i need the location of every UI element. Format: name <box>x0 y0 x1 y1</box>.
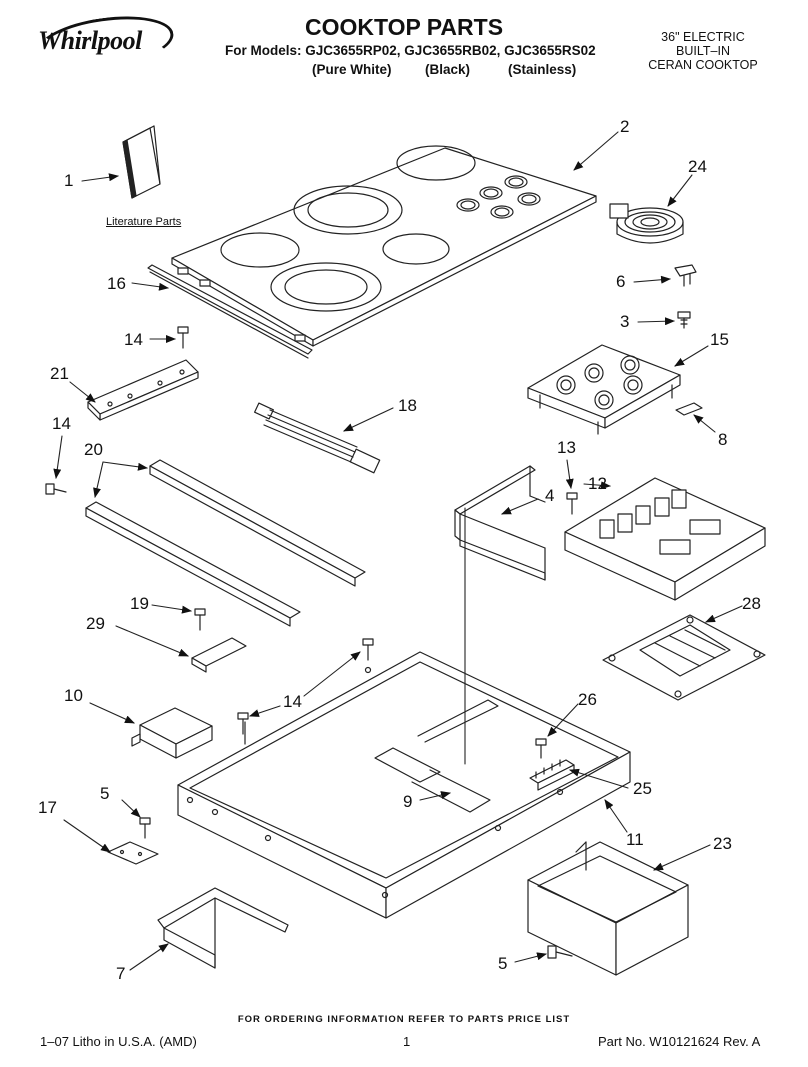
terminal-strip-25 <box>530 760 574 790</box>
ribbon-cable <box>255 403 380 473</box>
product-line-3: CERAN COOKTOP <box>648 58 758 72</box>
side-rail-lower <box>86 502 300 626</box>
callout-14-top: 14 <box>124 330 143 349</box>
product-description: 36" ELECTRIC BUILT–IN CERAN COOKTOP <box>638 30 768 72</box>
screw-14-left <box>46 484 66 494</box>
litho-info: 1–07 Litho in U.S.A. (AMD) <box>40 1034 197 1049</box>
variant-black: (Black) <box>425 62 471 77</box>
ceran-glass-top <box>172 146 596 346</box>
mounting-plate-28 <box>603 615 765 700</box>
product-line-1: 36" ELECTRIC <box>661 30 745 44</box>
small-bracket-8 <box>676 403 702 415</box>
callout-12: 12 <box>588 474 607 493</box>
callout-2: 2 <box>620 117 630 136</box>
burner-left-front <box>221 233 299 267</box>
junction-box-23 <box>528 842 688 975</box>
callout-23: 23 <box>713 834 732 853</box>
screw-13 <box>567 493 577 514</box>
callout-11: 11 <box>626 830 644 849</box>
callout-24: 24 <box>688 157 707 176</box>
callout-7: 7 <box>116 964 126 983</box>
callout-20: 20 <box>84 440 103 459</box>
models-line: For Models: GJC3655RP02, GJC3655RB02, GJ… <box>225 43 596 58</box>
product-line-2: BUILT–IN <box>676 44 730 58</box>
radiant-element <box>610 204 683 243</box>
screw-19 <box>195 609 205 630</box>
callout-8: 8 <box>718 430 728 449</box>
touch-control-board <box>528 345 680 434</box>
burner-right-front <box>383 234 449 264</box>
callout-19: 19 <box>130 594 149 613</box>
part-number: Part No. W10121624 Rev. A <box>598 1034 761 1049</box>
front-trim-strip <box>148 265 312 358</box>
callout-21: 21 <box>50 364 69 383</box>
leader-lines <box>53 132 742 970</box>
plate-17 <box>108 842 158 864</box>
side-rail-upper <box>150 460 365 586</box>
callout-3: 3 <box>620 312 630 331</box>
callout-14-chassis: 14 <box>283 692 302 711</box>
terminal-block-10 <box>132 708 212 758</box>
callout-1: 1 <box>64 171 74 190</box>
callout-14-left: 14 <box>52 414 71 433</box>
page-number: 1 <box>403 1034 411 1049</box>
burner-center-front <box>271 263 381 311</box>
burner-right-rear <box>397 146 475 180</box>
screw-5-a <box>140 818 150 838</box>
ordering-note: FOR ORDERING INFORMATION REFER TO PARTS … <box>237 1014 571 1025</box>
callout-6: 6 <box>616 272 626 291</box>
mounting-bracket-21 <box>88 360 198 420</box>
variant-stainless: (Stainless) <box>508 62 577 77</box>
screw-14-chassis-a <box>363 639 373 660</box>
callout-10: 10 <box>64 686 83 705</box>
page-title: COOKTOP PARTS <box>304 14 504 40</box>
heat-shield-4 <box>455 466 545 580</box>
callout-25: 25 <box>633 779 652 798</box>
callout-18: 18 <box>398 396 417 415</box>
control-box-12 <box>565 478 765 600</box>
callout-29: 29 <box>86 614 105 633</box>
screw-3 <box>678 312 690 328</box>
callout-28: 28 <box>742 594 761 613</box>
callout-4: 4 <box>545 486 555 505</box>
variant-pure-white: (Pure White) <box>312 62 392 77</box>
screw-14-chassis-b <box>238 713 248 734</box>
callout-5-lower: 5 <box>498 954 508 973</box>
screw-26 <box>536 739 546 758</box>
control-knob-graphics <box>457 176 540 218</box>
literature-booklet <box>123 126 160 198</box>
brand-logo: Whirlpool <box>38 26 142 55</box>
callout-16: 16 <box>107 274 126 293</box>
bracket-7 <box>158 888 288 968</box>
callout-13: 13 <box>557 438 576 457</box>
callout-5-upper: 5 <box>100 784 110 803</box>
screw-14-top <box>178 327 188 348</box>
literature-parts-label: Literature Parts <box>106 216 182 228</box>
burner-center-rear <box>294 186 402 234</box>
screw-5-b <box>548 946 572 958</box>
callout-26: 26 <box>578 690 597 709</box>
callout-9: 9 <box>403 792 413 811</box>
callout-15: 15 <box>710 330 729 349</box>
callout-17: 17 <box>38 798 57 817</box>
spring-clip <box>675 265 696 286</box>
bracket-29 <box>192 638 246 672</box>
